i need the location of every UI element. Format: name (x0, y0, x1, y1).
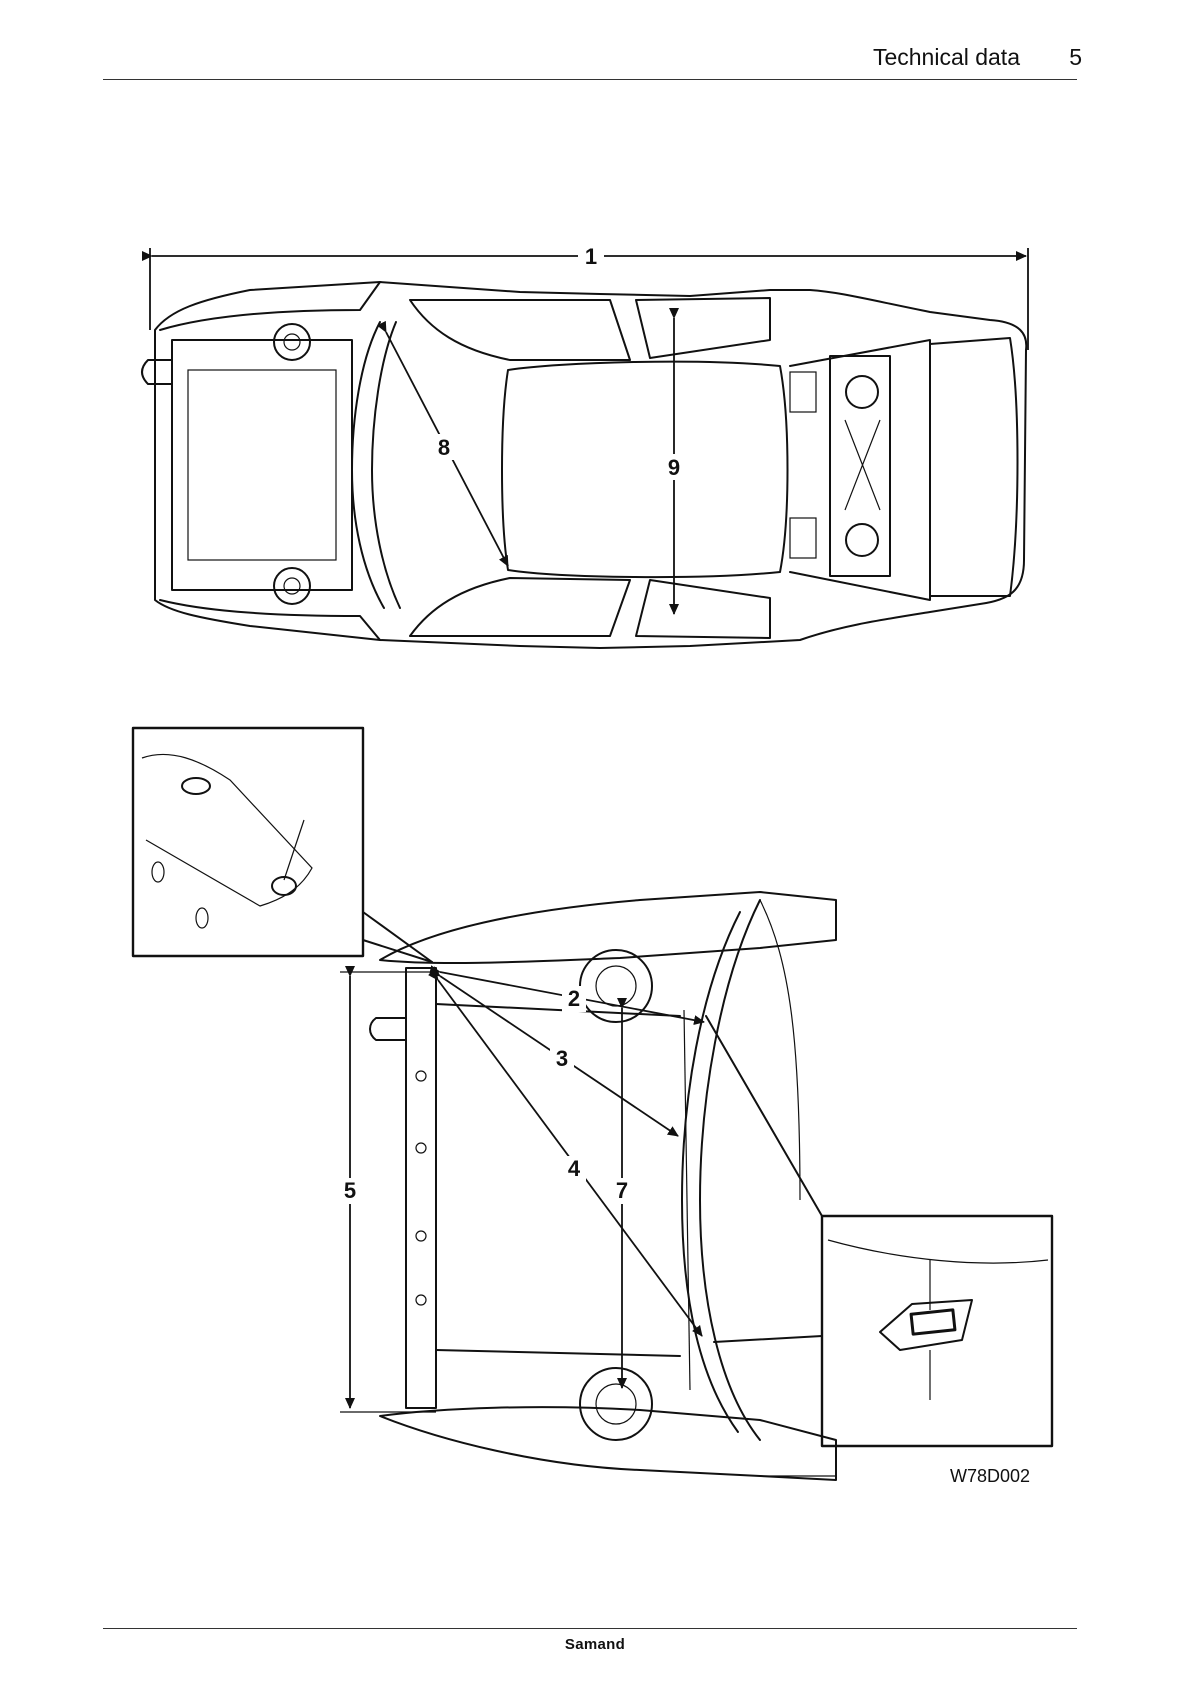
inset-edge-curve (828, 1240, 1048, 1263)
callout-3: 3 (556, 1046, 568, 1071)
rear-shock-left (846, 376, 878, 408)
callout-9: 9 (668, 455, 680, 480)
callout-8: 8 (438, 435, 450, 460)
post-hole-2 (416, 1143, 426, 1153)
strut-tower-lower (580, 1368, 652, 1440)
strut-tower-front-left-hole (284, 334, 300, 350)
figure-code: W78D002 (950, 1466, 1040, 1487)
post-hole-4 (416, 1295, 426, 1305)
fender-rail-lower (380, 1407, 836, 1480)
front-lower-rail (160, 600, 380, 640)
door-opening-front-left (410, 300, 630, 360)
inset-panel-outline (142, 754, 312, 906)
strut-tower-front-left (274, 324, 310, 360)
top-car-body-diagram: 1 8 (142, 244, 1028, 648)
footer-brand: Samand (0, 1636, 1190, 1653)
inset-leader (284, 820, 304, 880)
door-opening-rear-left (636, 298, 770, 358)
inset-hole-1 (152, 862, 164, 882)
inset-pointer-3 (706, 1016, 822, 1216)
a-pillar-curve-inner (682, 912, 740, 1432)
rear-shock-right (846, 524, 878, 556)
inset-grommet (182, 778, 210, 794)
detail-inset-locating-hole (133, 728, 363, 956)
rear-panel-cutout-2 (790, 518, 816, 558)
door-opening-rear-right (636, 580, 770, 638)
radiator-opening (188, 370, 336, 560)
inset-pad-face (911, 1310, 955, 1334)
strut-tower-upper (580, 950, 652, 1022)
a-pillar-right (372, 322, 400, 608)
strut-tower-lower-hole (596, 1384, 636, 1424)
firewall-panel (684, 1010, 690, 1390)
callout-4: 4 (568, 1156, 581, 1181)
rear-panel-cutout-1 (790, 372, 816, 412)
inset-reference-pad (880, 1300, 972, 1350)
tow-hook-bracket (370, 1018, 406, 1040)
radiator-frame (172, 340, 352, 590)
rear-crossmember-panel (830, 356, 890, 576)
trunk-lid-opening (930, 338, 1018, 596)
strut-tower-upper-hole (596, 966, 636, 1006)
callout-7: 7 (616, 1178, 628, 1203)
lower-crossmember (436, 1350, 680, 1356)
fender-rail-upper (380, 892, 836, 963)
strut-tower-front-right (274, 568, 310, 604)
bottom-front-section-diagram: 5 2 3 4 7 (133, 728, 1052, 1480)
radiator-support-post (406, 968, 436, 1408)
post-hole-3 (416, 1231, 426, 1241)
inset-pointer-1 (363, 912, 432, 962)
a-pillar-curve-outer (700, 900, 760, 1440)
post-hole-1 (416, 1071, 426, 1081)
footer-rule (103, 1628, 1077, 1629)
rear-cross-brace (845, 420, 880, 510)
callout-1: 1 (585, 244, 597, 269)
inset-hole-2 (196, 908, 208, 928)
door-opening-front-right (410, 578, 630, 636)
roof-panel (502, 362, 788, 577)
a-pillar-left (352, 322, 384, 608)
inset-pointer-4 (714, 1336, 822, 1342)
callout-2: 2 (568, 986, 580, 1011)
callout-5: 5 (344, 1178, 356, 1203)
front-tow-hook (142, 360, 172, 384)
strut-tower-front-right-hole (284, 578, 300, 594)
